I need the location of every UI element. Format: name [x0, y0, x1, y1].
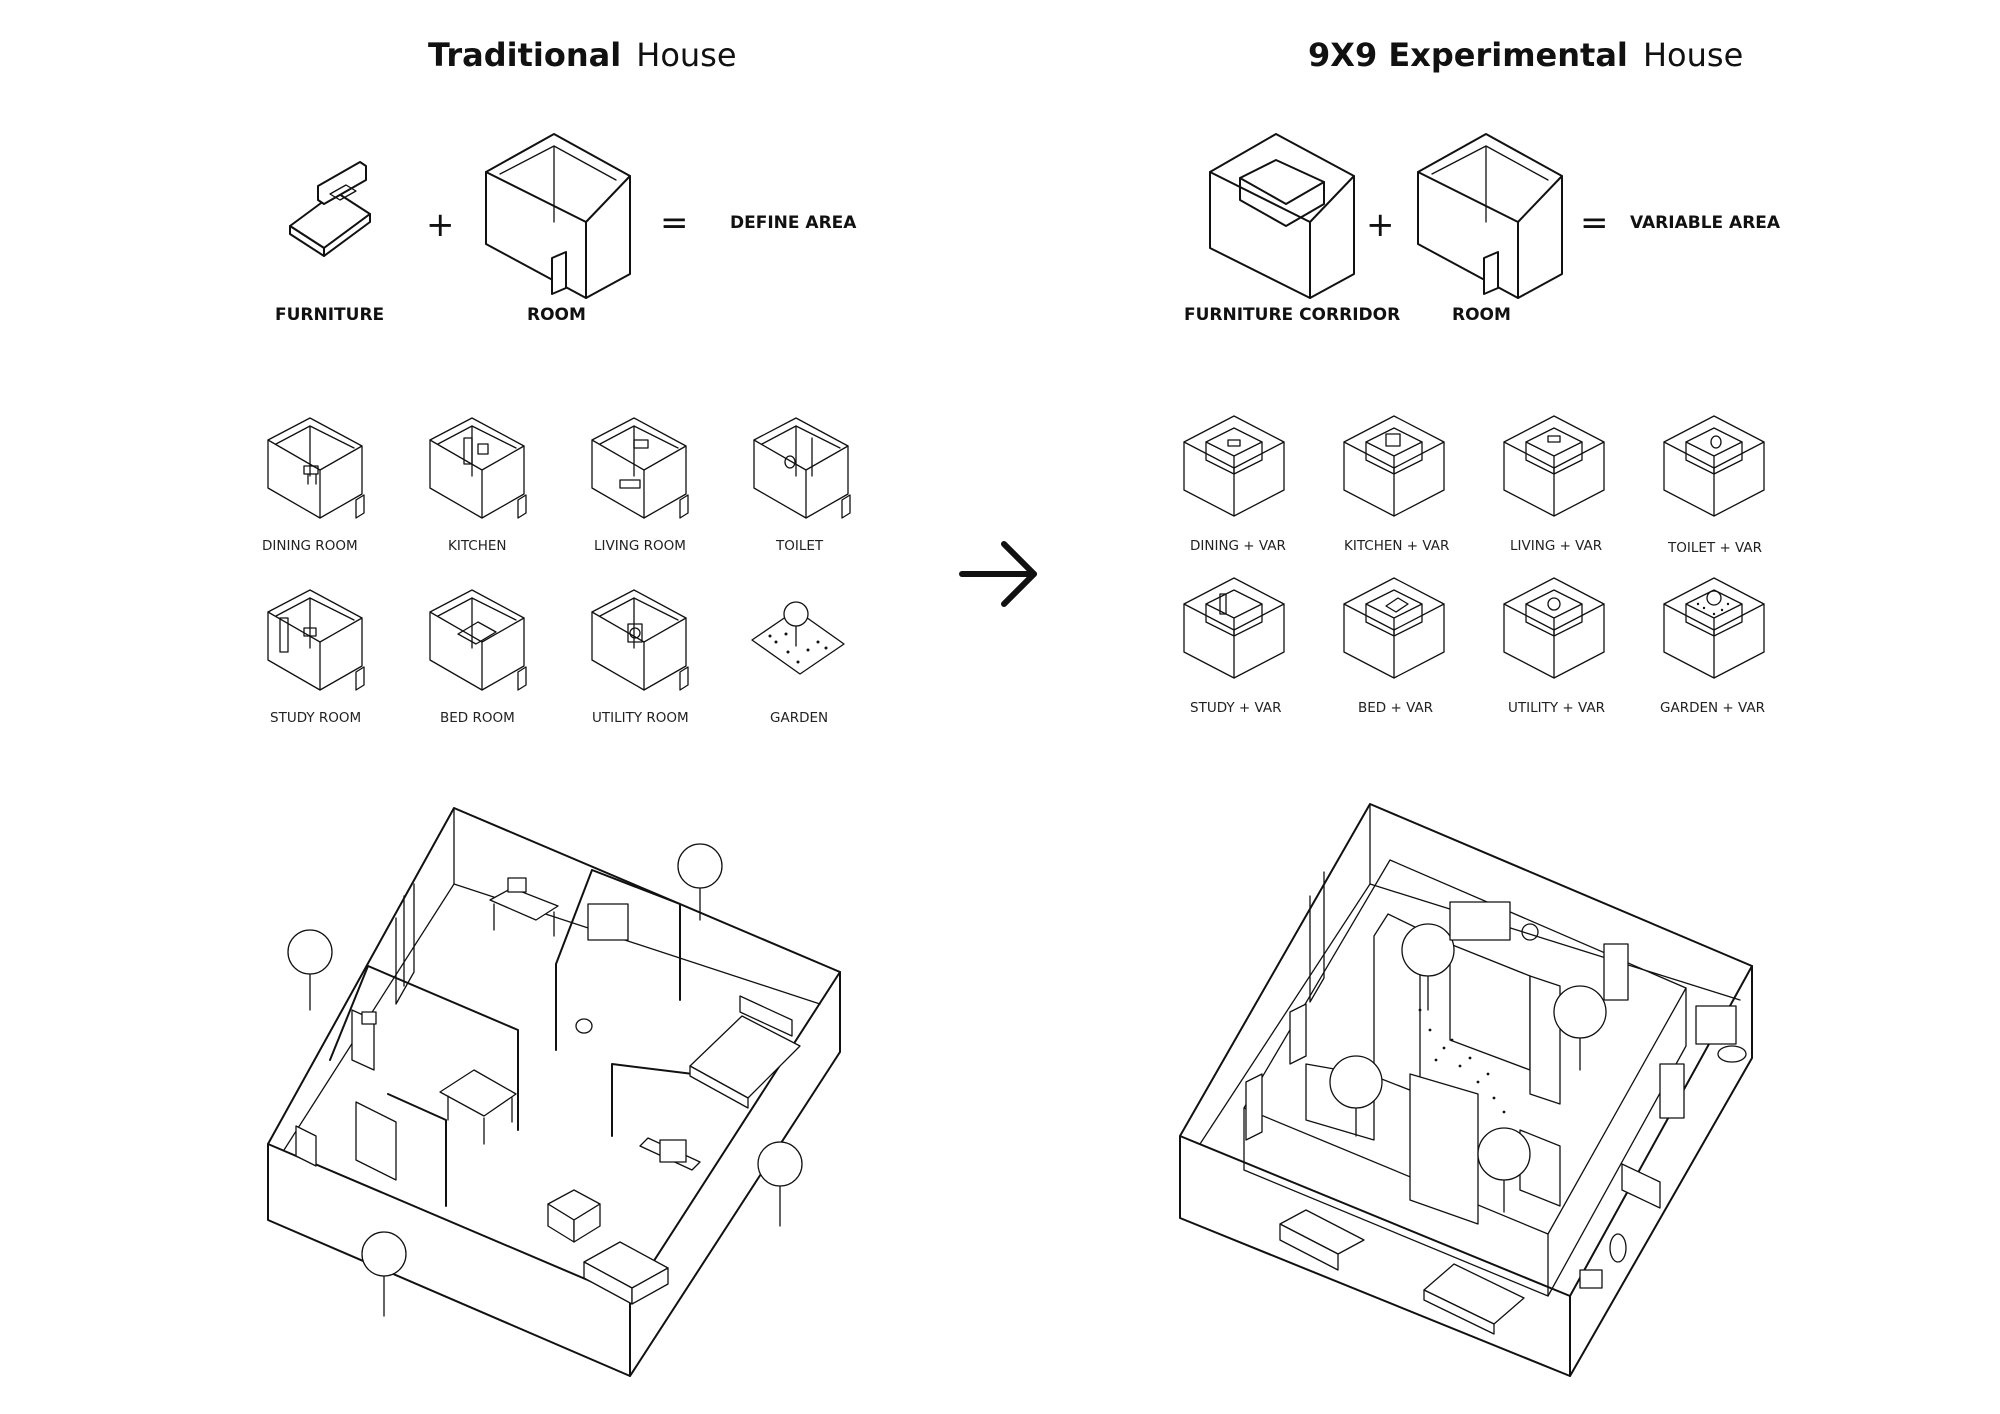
label-room-right: ROOM — [1452, 305, 1511, 325]
room-icon-study — [267, 589, 365, 691]
furniture-corridor-icon — [1209, 133, 1355, 299]
room-label-study: STUDY ROOM — [270, 710, 361, 726]
ring-label-toilet: TOILET + VAR — [1667, 540, 1762, 556]
ring-icon-living — [1503, 415, 1605, 517]
ring-label-dining: DINING + VAR — [1190, 538, 1286, 554]
right-title: 9X9 Experimental House — [1308, 36, 1743, 74]
room-label-toilet: TOILET — [775, 538, 824, 554]
room-label-dining: DINING ROOM — [262, 538, 358, 554]
furniture-bed-icon — [289, 161, 371, 257]
ring-icon-dining — [1183, 415, 1285, 517]
room-icon-dining — [267, 417, 365, 519]
ring-icon-study — [1183, 577, 1285, 679]
label-furniture: FURNITURE — [275, 305, 384, 325]
ring-label-utility: UTILITY + VAR — [1508, 700, 1605, 716]
tree-icon — [1477, 1127, 1531, 1213]
room-label-living: LIVING ROOM — [594, 538, 686, 554]
room-box-icon-right — [1417, 133, 1563, 299]
ring-icon-garden — [1663, 577, 1765, 679]
tree-icon — [1329, 1055, 1383, 1137]
result-define-area: DEFINE AREA — [730, 213, 857, 233]
equals-sign-left: = — [660, 203, 689, 243]
left-title: Traditional House — [428, 36, 737, 74]
result-variable-area: VARIABLE AREA — [1630, 213, 1781, 233]
room-icon-living — [591, 417, 689, 519]
label-room-left: ROOM — [527, 305, 586, 325]
tree-icon — [757, 1141, 803, 1227]
room-label-bed: BED ROOM — [440, 710, 515, 726]
ring-label-kitchen: KITCHEN + VAR — [1344, 538, 1449, 554]
right-arrow-icon — [959, 541, 1037, 607]
room-label-utility: UTILITY ROOM — [592, 710, 689, 726]
ring-label-bed: BED + VAR — [1358, 700, 1433, 716]
garden-gravel-dots — [1418, 1008, 1506, 1114]
room-icon-garden — [751, 601, 845, 675]
ring-label-garden: GARDEN + VAR — [1660, 700, 1765, 716]
tree-icon — [677, 843, 723, 921]
ring-icon-toilet — [1663, 415, 1765, 517]
label-furniture-corridor: FURNITURE CORRIDOR — [1184, 305, 1400, 325]
plus-sign-left: + — [426, 205, 455, 245]
ring-icon-bed — [1343, 577, 1445, 679]
room-icon-toilet — [753, 417, 851, 519]
room-label-garden: GARDEN — [770, 710, 828, 726]
ring-icon-kitchen — [1343, 415, 1445, 517]
ring-label-living: LIVING + VAR — [1510, 538, 1602, 554]
traditional-house-plan — [267, 807, 841, 1377]
tree-icon — [1553, 985, 1607, 1071]
tree-icon — [287, 929, 333, 1011]
room-box-icon-left — [485, 133, 631, 299]
room-icon-utility — [591, 589, 689, 691]
ring-icon-utility — [1503, 577, 1605, 679]
tree-icon — [1401, 923, 1455, 1011]
plus-sign-right: + — [1366, 205, 1395, 245]
equals-sign-right: = — [1580, 203, 1609, 243]
room-icon-kitchen — [429, 417, 527, 519]
experimental-house-plan — [1179, 803, 1753, 1377]
room-label-kitchen: KITCHEN — [448, 538, 507, 554]
room-icon-bed — [429, 589, 527, 691]
tree-icon — [361, 1231, 407, 1317]
ring-label-study: STUDY + VAR — [1190, 700, 1281, 716]
